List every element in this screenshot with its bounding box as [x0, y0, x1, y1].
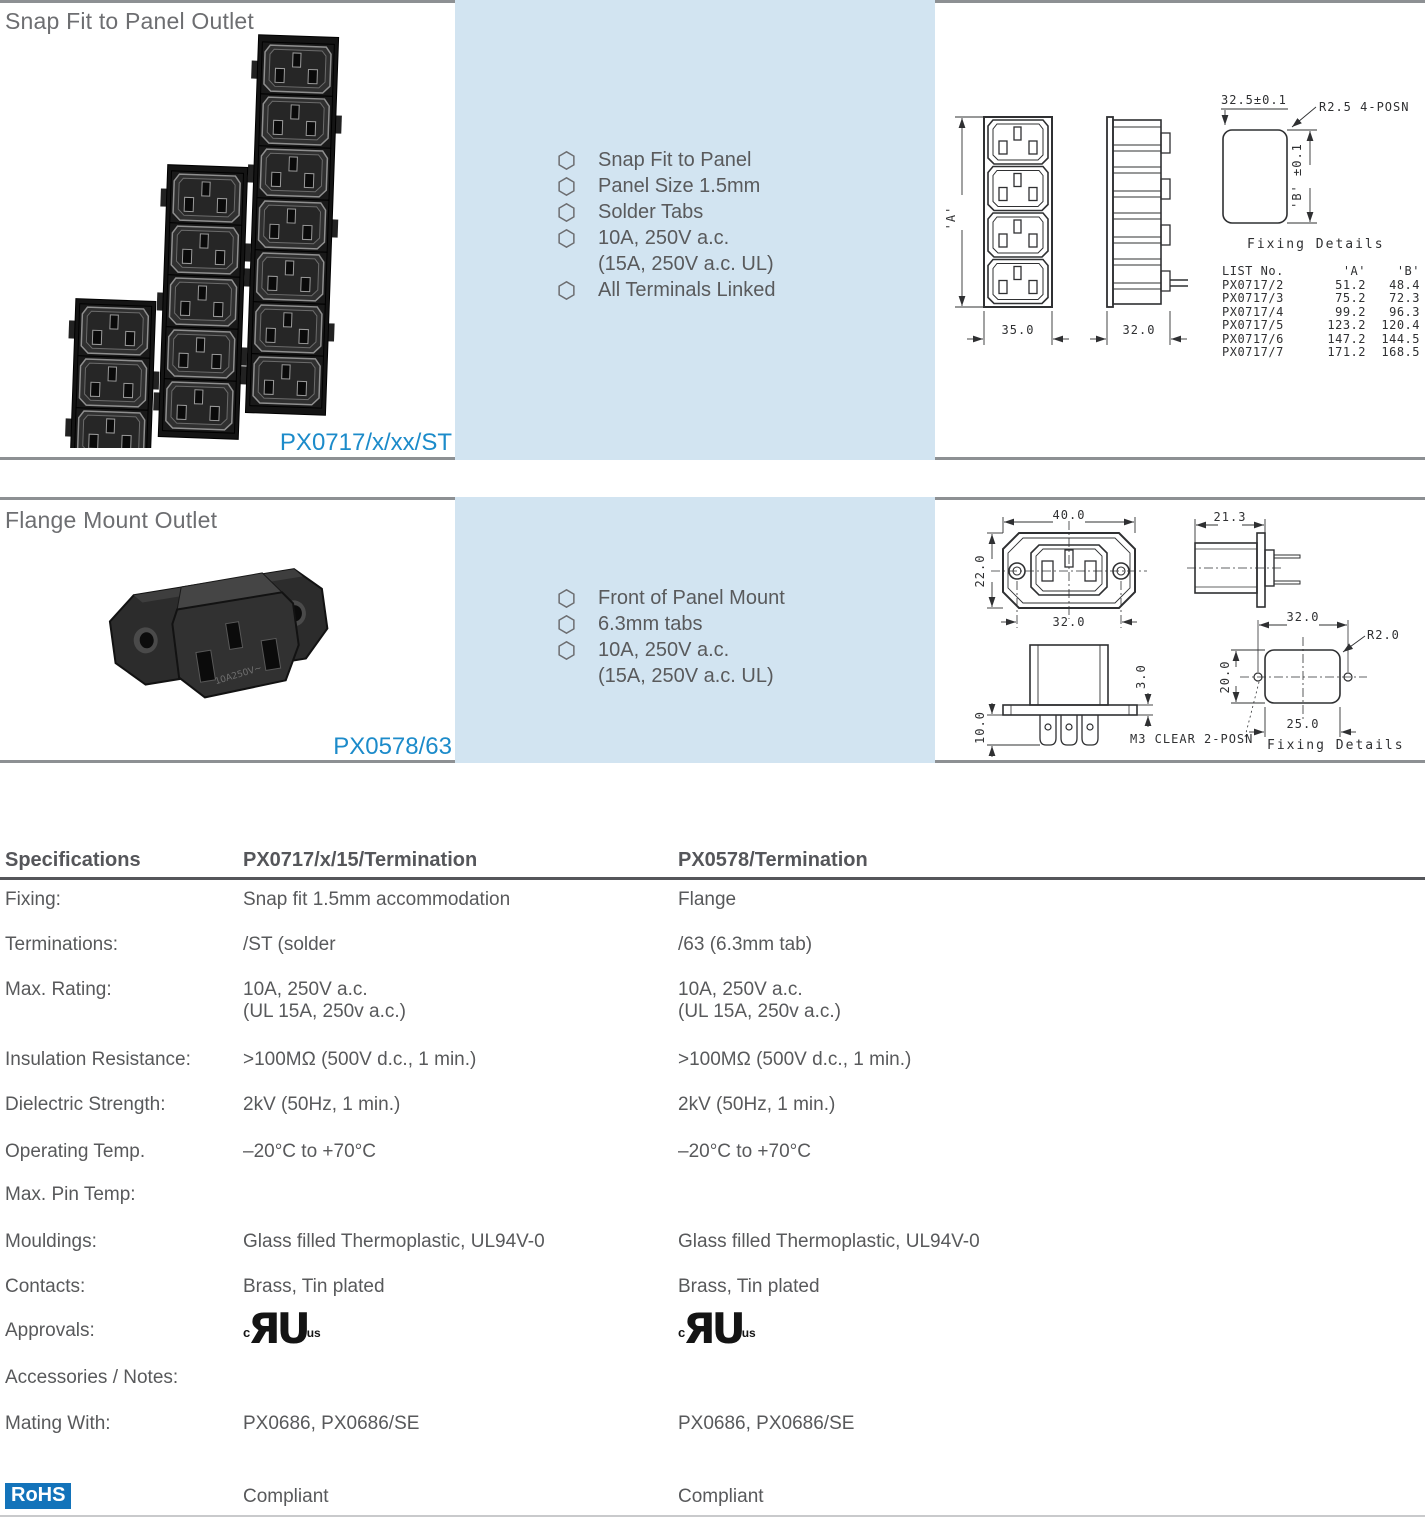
divider	[0, 457, 455, 460]
list-table-row: PX0717/3 75.2 72.3	[1222, 291, 1420, 305]
feature-text: Solder Tabs	[598, 200, 704, 223]
drawing-list-table: LIST No. 'A' 'B' PX0717/2 51.2 48.4 PX07…	[1222, 264, 1422, 360]
dim-label-cutout-width: 32.5±0.1	[1221, 93, 1287, 107]
product-code-snapfit: PX0717/x/xx/ST	[279, 429, 452, 456]
feature-text: Snap Fit to Panel	[598, 148, 752, 171]
dim-label-40: 40.0	[1053, 508, 1086, 522]
feature-text: Panel Size 1.5mm	[598, 174, 761, 197]
list-table-row: PX0717/7 171.2 168.5	[1222, 345, 1420, 359]
dim-label-21-3: 21.3	[1214, 510, 1247, 524]
technical-drawing-snapfit: 'A' 35.0 32.0 32.5±0.1 R2.5 4-POSN 'B' ±…	[944, 93, 1409, 345]
dim-label-b: 'B' ±0.1	[1290, 143, 1304, 209]
divider	[935, 497, 1425, 500]
dim-label-32: 32.0	[1123, 323, 1156, 337]
feature-text: 10A, 250V a.c.	[598, 226, 730, 249]
feature-item-continuation: (15A, 250V a.c. UL)	[558, 663, 785, 689]
hexagon-bullet-icon	[558, 150, 575, 170]
feature-item: All Terminals Linked	[558, 277, 776, 303]
feature-panel-snapfit: Snap Fit to Panel Panel Size 1.5mm Solde…	[455, 0, 935, 460]
list-table-row: PX0717/2 51.2 48.4	[1222, 277, 1420, 292]
feature-text: Front of Panel Mount	[598, 586, 785, 609]
dim-label-22: 22.0	[973, 555, 987, 588]
list-table-row: PX0717/5 123.2 120.4	[1222, 318, 1420, 332]
list-table-header: LIST No. 'A' 'B'	[1222, 264, 1420, 278]
feature-item: Front of Panel Mount	[558, 585, 785, 611]
feature-item: Panel Size 1.5mm	[558, 173, 776, 199]
dim-label-20: 20.0	[1218, 661, 1232, 694]
dim-label-3: 3.0	[1134, 664, 1148, 689]
radius-note: R2.5 4-POSN	[1319, 100, 1409, 114]
divider	[935, 0, 1425, 3]
feature-item: 10A, 250V a.c.	[558, 225, 776, 251]
feature-text: 10A, 250V a.c.	[598, 638, 730, 661]
feature-list: Front of Panel Mount 6.3mm tabs 10A, 250…	[558, 585, 785, 689]
feature-list: Snap Fit to Panel Panel Size 1.5mm Solde…	[558, 147, 776, 303]
feature-text: (15A, 250V a.c. UL)	[598, 252, 774, 275]
m3-clearance-note: M3 CLEAR 2-POSN	[1130, 732, 1253, 746]
section-title-flange: Flange Mount Outlet	[5, 507, 218, 533]
dim-label-32-cutout: 32.0	[1287, 610, 1320, 624]
list-table-row: PX0717/6 147.2 144.5	[1222, 331, 1420, 346]
outlet-strip-3	[65, 298, 160, 448]
section-title-snapfit: Snap Fit to Panel Outlet	[5, 8, 254, 34]
hexagon-bullet-icon	[558, 228, 575, 248]
feature-item-continuation: (15A, 250V a.c. UL)	[558, 251, 776, 277]
divider	[935, 760, 1425, 763]
page-bottom-rule	[0, 1515, 1425, 1517]
feature-panel-flange: Front of Panel Mount 6.3mm tabs 10A, 250…	[455, 497, 935, 763]
feature-text: All Terminals Linked	[598, 278, 776, 301]
dim-label-32-holes: 32.0	[1053, 615, 1086, 629]
spec-header-px0578: PX0578/Termination	[678, 849, 868, 871]
list-table-row: PX0717/4 99.2 96.3	[1222, 304, 1420, 319]
radius-note: R2.0	[1367, 628, 1400, 642]
outlet-strip-5	[153, 164, 252, 440]
rohs-badge: RoHS	[5, 1483, 72, 1509]
feature-text: 6.3mm tabs	[598, 612, 703, 635]
feature-item: Solder Tabs	[558, 199, 776, 225]
product-photo-flange-outlet: 10A250V~	[108, 568, 329, 699]
hexagon-bullet-icon	[558, 588, 575, 608]
spec-header-label: Specifications	[5, 849, 141, 871]
product-photo-snapfit-outlets	[65, 34, 342, 448]
hexagon-bullet-icon	[558, 614, 575, 634]
fixing-details-caption: Fixing Details	[1247, 237, 1385, 252]
hexagon-bullet-icon	[558, 640, 575, 660]
hexagon-bullet-icon	[558, 176, 575, 196]
divider	[0, 760, 455, 763]
divider	[0, 497, 455, 500]
technical-drawing-flange: 40.0 22.0 32.0 21.3 3.0 10.0 M3 CLEAR 2-…	[973, 508, 1405, 757]
dim-label-10: 10.0	[973, 711, 987, 744]
spec-header-underline	[0, 877, 1425, 880]
hexagon-bullet-icon	[558, 202, 575, 222]
outlet-strip-7	[240, 34, 342, 416]
spec-header-px0717: PX0717/x/15/Termination	[243, 849, 478, 871]
feature-text: (15A, 250V a.c. UL)	[598, 664, 774, 687]
fixing-details-caption: Fixing Details	[1267, 738, 1405, 753]
feature-item: 10A, 250V a.c.	[558, 637, 785, 663]
feature-item: Snap Fit to Panel	[558, 147, 776, 173]
dim-label-a: 'A'	[944, 206, 958, 231]
divider	[0, 0, 455, 3]
dim-label-25: 25.0	[1287, 717, 1320, 731]
product-code-flange: PX0578/63	[333, 733, 452, 760]
feature-item: 6.3mm tabs	[558, 611, 785, 637]
divider	[935, 457, 1425, 460]
dim-label-35: 35.0	[1002, 323, 1035, 337]
hexagon-bullet-icon	[558, 280, 575, 300]
